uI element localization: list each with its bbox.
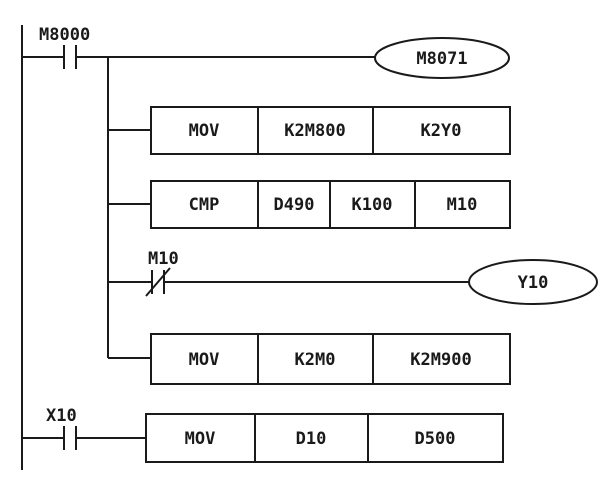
instr-cmp-s2: K100: [352, 195, 393, 215]
coil-m8071-label: M8071: [416, 49, 467, 69]
instr-mov1-op: MOV: [189, 121, 220, 141]
contact-x10-label: X10: [46, 406, 77, 426]
contact-x10: X10: [22, 406, 146, 450]
instr-mov1-src: K2M800: [284, 121, 345, 141]
instr-mov-k2m0: MOV K2M0 K2M900: [150, 333, 511, 385]
contact-m8000-label: M8000: [39, 25, 90, 45]
instr-mov3-src: D10: [296, 429, 327, 449]
coil-y10-label: Y10: [518, 273, 549, 293]
instr-mov-d10: MOV D10 D500: [145, 413, 504, 463]
coil-y10: Y10: [468, 259, 598, 305]
instr-mov-k2m800: MOV K2M800 K2Y0: [150, 106, 511, 155]
coil-m8071: M8071: [374, 37, 510, 79]
nc-contact-m10: M10: [108, 249, 470, 297]
instr-mov3-op: MOV: [185, 429, 216, 449]
instr-mov1-dst: K2Y0: [421, 121, 462, 141]
instr-mov2-dst: K2M900: [410, 350, 471, 370]
instr-mov3-dst: D500: [415, 429, 456, 449]
contact-m8000: M8000: [22, 25, 108, 69]
instr-mov2-op: MOV: [189, 350, 220, 370]
instr-cmp-dst: M10: [447, 195, 478, 215]
instr-cmp-op: CMP: [189, 195, 220, 215]
nc-contact-m10-label: M10: [148, 249, 179, 269]
instr-cmp-s1: D490: [274, 195, 315, 215]
instr-mov2-src: K2M0: [295, 350, 336, 370]
instr-cmp: CMP D490 K100 M10: [150, 180, 511, 229]
